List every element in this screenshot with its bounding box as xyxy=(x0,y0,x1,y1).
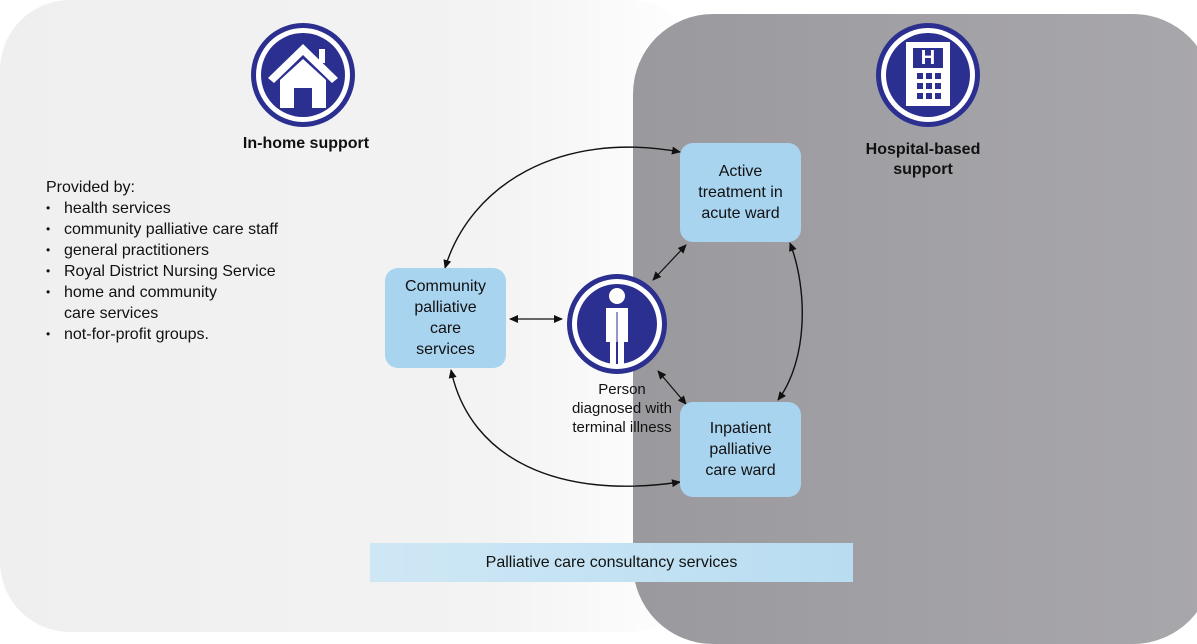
hospital-icon: H xyxy=(873,20,983,135)
provider-item: Royal District Nursing Service xyxy=(46,261,278,282)
community-palliative-care-node: Community palliative care services xyxy=(385,268,506,368)
house-icon xyxy=(248,20,358,135)
arrow-person-active xyxy=(652,244,687,281)
consultancy-services-bar: Palliative care consultancy services xyxy=(370,543,853,582)
arrow-person-inpatient xyxy=(657,370,687,405)
provider-item: health services xyxy=(46,198,278,219)
inpatient-palliative-ward-node: Inpatient palliative care ward xyxy=(680,402,801,497)
active-treatment-node: Active treatment in acute ward xyxy=(680,143,801,242)
arrow-community-active xyxy=(443,146,681,269)
providers-list: Provided by: health services community p… xyxy=(46,177,278,345)
person-icon xyxy=(565,272,669,381)
person-caption: Person diagnosed with terminal illness xyxy=(571,381,673,436)
hospital-heading: Hospital-based support xyxy=(865,141,981,178)
arrow-community-inpatient xyxy=(448,369,681,488)
hospital-icon-letter: H xyxy=(921,47,935,69)
provider-item: community palliative care staff xyxy=(46,219,278,240)
arrow-active-inpatient xyxy=(777,242,803,401)
provider-item: home and community care services xyxy=(46,282,278,324)
provider-item: not-for-profit groups. xyxy=(46,324,278,345)
provider-item: general practitioners xyxy=(46,240,278,261)
provided-by-label: Provided by: xyxy=(46,179,135,196)
in-home-heading: In-home support xyxy=(242,135,370,152)
